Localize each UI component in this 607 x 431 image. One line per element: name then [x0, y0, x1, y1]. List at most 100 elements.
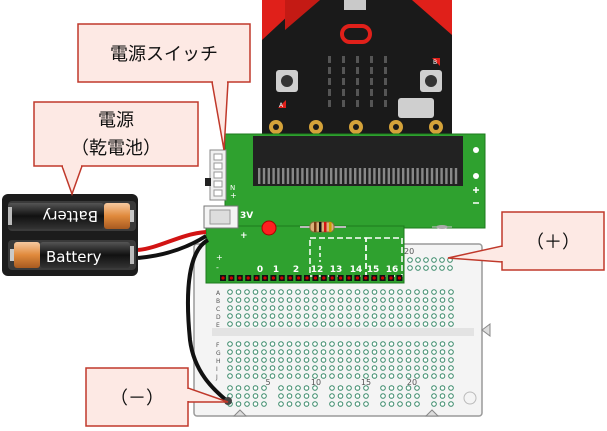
- bb-hole: [303, 357, 310, 363]
- slot-pin: [416, 168, 419, 184]
- bb-hole: [380, 393, 386, 399]
- bb-hole: [312, 297, 318, 303]
- microbit: A B: [262, 0, 452, 134]
- bb-hole: [329, 365, 335, 371]
- bb-hole: [278, 393, 284, 399]
- slot-pin: [349, 168, 352, 184]
- bb-hole: [295, 297, 301, 303]
- bb-hole: [363, 393, 369, 399]
- bb-hole: [431, 365, 437, 371]
- bb-hole: [303, 385, 310, 391]
- bb-hole: [303, 365, 310, 371]
- bb-hole: [295, 321, 301, 327]
- slot-pin: [358, 168, 362, 184]
- bb-hole: [252, 313, 259, 319]
- bb-hole: [278, 313, 284, 319]
- bb-hole: [363, 401, 369, 407]
- bb-hole: [312, 385, 318, 391]
- edge-connector-slot: [258, 168, 458, 184]
- bb-hole: [414, 305, 420, 311]
- bb-hole: [354, 401, 361, 407]
- led: [384, 100, 387, 107]
- bb-hole: [397, 393, 403, 399]
- bb-hole: [278, 297, 284, 303]
- bb-row-letter: D: [216, 314, 221, 321]
- bb-hole: [422, 297, 429, 303]
- bb-hole: [346, 289, 352, 295]
- led: [384, 56, 387, 63]
- bb-hole: [312, 313, 318, 319]
- bb-hole: [380, 313, 386, 319]
- callout-power-switch-text: 電源スイッチ: [110, 44, 218, 65]
- bb-hole: [414, 297, 420, 303]
- slot-pin: [325, 168, 328, 184]
- bb-hole: [448, 349, 454, 355]
- slot-pin: [373, 168, 376, 184]
- bb-hole: [252, 393, 259, 399]
- slot-pin: [339, 168, 342, 184]
- bb-hole: [371, 297, 378, 303]
- bb-hole: [448, 341, 454, 347]
- bb-hole: [329, 393, 335, 399]
- bb-hole: [448, 393, 454, 399]
- bb-hole: [354, 297, 361, 303]
- bb-hole: [380, 357, 386, 363]
- bb-hole: [405, 357, 412, 363]
- slot-pin: [392, 168, 395, 184]
- rail-hole: [439, 265, 445, 271]
- bb-hole: [337, 401, 344, 407]
- rail-hole: [439, 257, 445, 263]
- bb-hole: [448, 373, 454, 379]
- slot-pin: [354, 168, 357, 184]
- bb-hole: [235, 357, 242, 363]
- rail-hole: [447, 265, 453, 271]
- bb-hole: [329, 349, 335, 355]
- bb-hole: [346, 341, 352, 347]
- bb-hole: [439, 373, 446, 379]
- slot-pin: [411, 168, 414, 184]
- bb-hole: [269, 365, 276, 371]
- bb-hole: [320, 365, 327, 371]
- callout-power-switch: 電源スイッチ: [77, 23, 251, 151]
- slot-pin: [445, 168, 448, 184]
- bb-hole: [448, 357, 454, 363]
- bb-hole: [354, 373, 361, 379]
- bb-hole: [439, 401, 446, 407]
- bb-hole: [439, 385, 446, 391]
- bb-hole: [235, 401, 242, 407]
- rail-hole: [407, 265, 413, 271]
- bb-hole: [244, 385, 250, 391]
- bb-hole: [303, 401, 310, 407]
- bb-hole: [422, 373, 429, 379]
- bb-hole: [286, 385, 293, 391]
- bb-hole: [414, 401, 420, 407]
- pin-label: 13: [330, 265, 343, 275]
- bb-hole: [354, 321, 361, 327]
- bb-hole: [354, 357, 361, 363]
- bb-hole: [295, 365, 301, 371]
- led: [328, 78, 331, 85]
- bb-hole: [295, 385, 301, 391]
- bb-hole: [286, 289, 293, 295]
- bb-hole: [261, 365, 267, 371]
- bb-hole: [431, 321, 437, 327]
- led: [328, 89, 331, 96]
- bb-hole: [448, 289, 454, 295]
- bb-hole: [388, 385, 395, 391]
- bb-hole: [363, 373, 369, 379]
- bb-hole: [380, 289, 386, 295]
- bb-hole: [422, 321, 429, 327]
- bb-hole: [269, 373, 276, 379]
- bb-hole: [235, 305, 242, 311]
- plus-mark: +: [240, 231, 248, 241]
- pin-label: 16: [386, 265, 399, 275]
- pin-header: [220, 275, 403, 281]
- bb-hole: [363, 305, 369, 311]
- bb-hole: [252, 373, 259, 379]
- bb-hole: [371, 373, 378, 379]
- bb-hole: [397, 289, 403, 295]
- bb-hole: [252, 305, 259, 311]
- bb-hole: [261, 393, 267, 399]
- bb-hole: [227, 357, 233, 363]
